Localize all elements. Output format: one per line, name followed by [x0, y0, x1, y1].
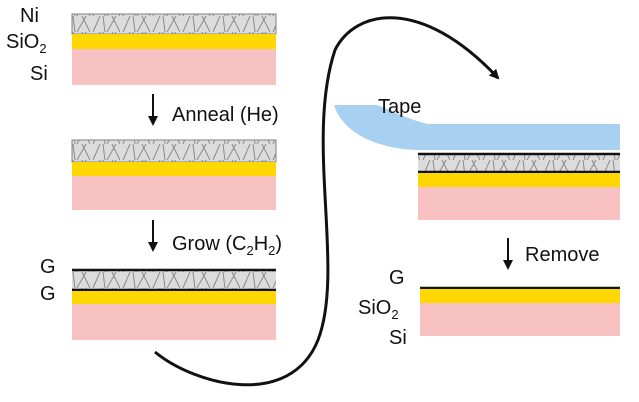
sio2-layer-grown: [72, 291, 276, 304]
label-si-final: Si: [389, 327, 407, 349]
label-g-final: G: [389, 267, 405, 289]
step-grow-label: Grow (C2H2): [172, 233, 282, 258]
label-g-top: G: [40, 256, 56, 278]
stack-grown: [72, 268, 276, 340]
label-si: Si: [30, 63, 48, 85]
sio2-layer-final: [420, 289, 620, 303]
transfer-curve-arrow: [154, 16, 500, 387]
si-layer-annealed: [72, 176, 276, 210]
tape-label: Tape: [378, 96, 421, 118]
label-sio2-final: SiO2: [358, 297, 399, 322]
ni-hatch-grown: [72, 270, 276, 290]
step-remove-label: Remove: [525, 244, 599, 266]
label-sio2: SiO2: [6, 31, 47, 56]
si-layer-taped: [418, 187, 620, 220]
stack-initial: [71, 13, 277, 85]
ni-hatch: [72, 14, 276, 34]
label-ni: Ni: [20, 5, 39, 27]
ni-hatch-taped: [418, 154, 620, 172]
si-layer: [72, 49, 276, 85]
stack-taped: [418, 152, 620, 220]
ni-hatch-annealed: [72, 140, 276, 162]
stack-final: [420, 286, 620, 336]
sio2-layer: [72, 34, 276, 49]
stack-annealed: [71, 139, 277, 210]
sio2-layer-taped: [418, 173, 620, 187]
label-g-bottom: G: [40, 283, 56, 305]
tape: [334, 105, 620, 150]
si-layer-grown: [72, 304, 276, 340]
sio2-layer-annealed: [72, 162, 276, 176]
step-anneal-label: Anneal (He): [172, 104, 279, 126]
si-layer-final: [420, 303, 620, 336]
